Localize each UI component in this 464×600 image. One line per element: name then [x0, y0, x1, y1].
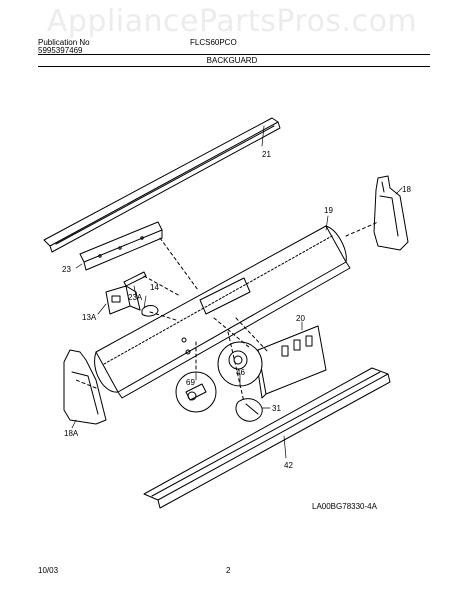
- header-rule-top: [38, 54, 430, 55]
- header-rule-bottom: [38, 66, 430, 67]
- callout-13a: 13A: [82, 313, 97, 322]
- diagram-code: LA00BG78330-4A: [312, 502, 378, 511]
- callout-42: 42: [284, 461, 293, 470]
- callout-23a: 23A: [128, 293, 143, 302]
- callout-31: 31: [272, 404, 281, 413]
- section-title: BACKGUARD: [206, 56, 258, 65]
- callout-21: 21: [262, 150, 271, 159]
- part-31-control-knob: [235, 398, 263, 422]
- assembly-guide-lines: [75, 221, 379, 403]
- callout-23: 23: [62, 265, 71, 274]
- part-42-bottom-trim: [143, 367, 391, 509]
- callout-18: 18: [402, 185, 411, 194]
- callout-14: 14: [150, 283, 159, 292]
- part-23-mounting-bracket: [79, 221, 163, 271]
- page-number: 2: [226, 566, 231, 575]
- watermark: AppliancePartsPros.com: [46, 4, 418, 39]
- callout-69: 69: [186, 378, 195, 387]
- footer-date: 10/03: [38, 566, 59, 575]
- callout-18a: 18A: [64, 429, 79, 438]
- part-46-knob-detail: [217, 341, 263, 387]
- publication-number: 5995397469: [38, 46, 83, 55]
- part-18a-left-bracket: [63, 349, 107, 425]
- leader-lines: [71, 125, 403, 459]
- part-18-right-bracket: [373, 175, 409, 251]
- publication-label: Publication No: [38, 38, 90, 47]
- part-13a-switch: [105, 285, 141, 315]
- callout-46: 46: [236, 368, 245, 377]
- part-14-plug: [141, 305, 159, 317]
- part-19-backguard-panel: [94, 225, 351, 399]
- part-69-detail: [175, 371, 217, 413]
- part-21-top-trim: [43, 117, 281, 253]
- part-23a-clip: [123, 271, 147, 287]
- callout-19: 19: [324, 206, 333, 215]
- model-number: FLCS60PCO: [190, 38, 237, 47]
- callout-20: 20: [296, 314, 305, 323]
- part-20-control-board: [255, 325, 327, 399]
